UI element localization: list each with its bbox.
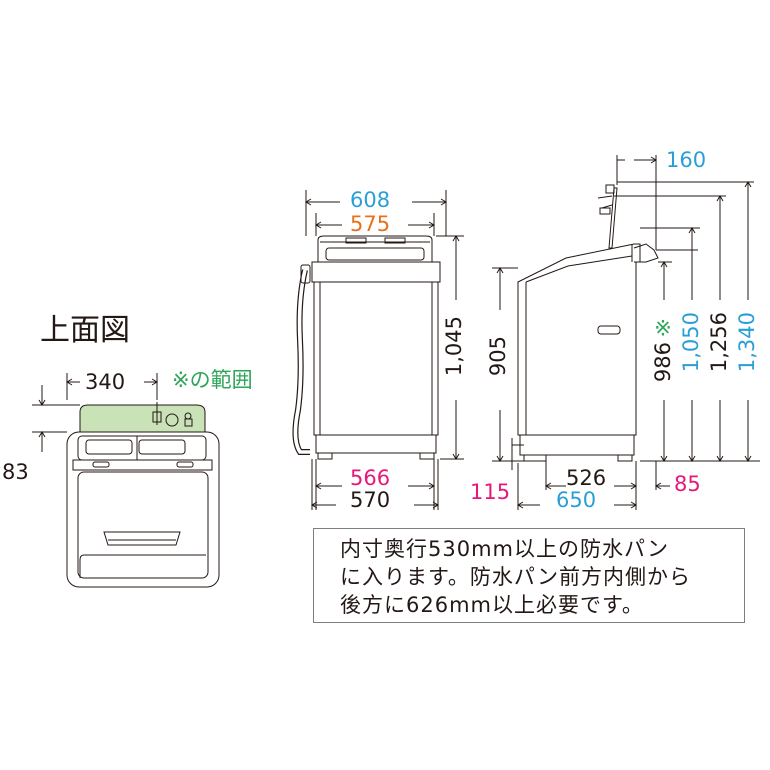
note-line-3: 後方に626mm以上必要です。 [340, 593, 644, 617]
front-view-dimension-lines [305, 190, 464, 510]
top-view-body [66, 431, 220, 588]
side-body-height-dim: 905 [486, 336, 510, 377]
front-view-hose [292, 269, 310, 455]
side-lid-offset-dim: 160 [666, 148, 707, 172]
top-view-width-dim: 340 [85, 370, 126, 394]
side-rear-offset-dim: 85 [674, 472, 701, 496]
top-view-title: 上面図 [40, 313, 130, 348]
side-foot-depth-dim: 526 [566, 466, 607, 490]
waterproof-pan-note: 内寸奥行530mm以上の防水パン に入ります。防水パン前方内側から 後方に626… [313, 528, 745, 623]
top-view-depth-dim: 83 [2, 460, 29, 484]
side-view-dimension-lines [492, 155, 760, 510]
top-view-range-note: ※の範囲 [172, 368, 253, 392]
side-foot-height-dim: 115 [470, 480, 511, 504]
front-view-drawing [292, 235, 441, 460]
note-line-1: 内寸奥行530mm以上の防水パン [340, 537, 670, 561]
side-view-open-lid [608, 187, 618, 249]
front-outer-width-dim: 608 [350, 188, 391, 212]
front-height-dim: 1,045 [442, 316, 466, 377]
top-view-lid-handle [103, 531, 181, 546]
side-height-1050-dim: 1,050 [679, 312, 703, 373]
front-inner-width-dim: 575 [350, 212, 391, 236]
top-view-drawing [66, 402, 220, 588]
top-view-dimension-lines [32, 373, 158, 452]
side-height-1340-dim: 1,340 [735, 312, 759, 373]
side-height-986-mark: ※ [651, 315, 675, 339]
side-total-depth-dim: 650 [556, 488, 597, 512]
side-height-1256-dim: 1,256 [707, 312, 731, 373]
side-view-drawing [517, 184, 659, 462]
note-line-2: に入ります。防水パン前方内側から [340, 565, 691, 589]
front-base-outer-width-dim: 570 [350, 488, 391, 512]
front-base-inner-width-dim: 566 [350, 466, 391, 490]
top-view-hose-fittings [152, 402, 193, 427]
side-view-knob [597, 325, 621, 335]
side-height-986-dim: 986 [651, 342, 675, 383]
